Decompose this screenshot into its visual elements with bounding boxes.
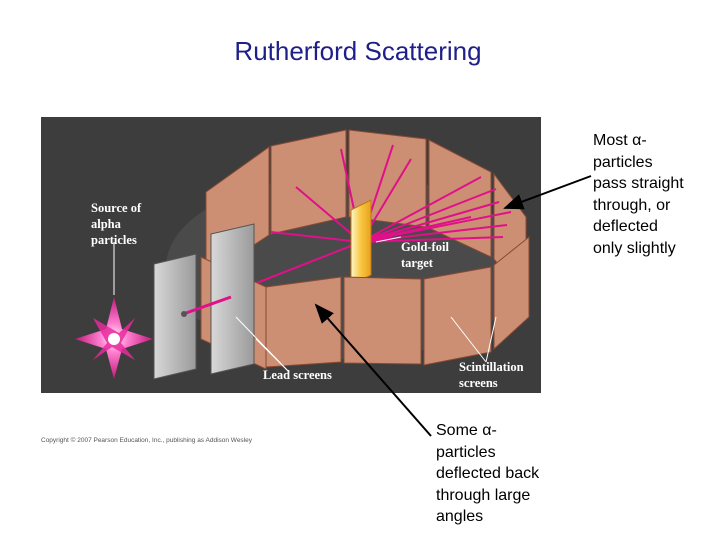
rutherford-apparatus-figure: Source of alpha particles Gold-foil targ… — [41, 117, 541, 393]
figure-label-leaders — [113, 236, 497, 373]
lead-screen-front — [210, 223, 255, 375]
lead-aperture — [181, 311, 187, 317]
callout-line: particles — [436, 443, 496, 461]
gold-foil-label: Gold-foil target — [401, 240, 449, 270]
scintillation-label: Scintillation screens — [459, 360, 524, 390]
callout-line: deflected back — [436, 465, 540, 482]
alpha-source-star-icon — [75, 297, 153, 379]
callout-line: particles — [593, 153, 653, 171]
gold-foil-target — [350, 199, 372, 286]
copyright-notice: Copyright © 2007 Pearson Education, Inc.… — [41, 437, 252, 444]
callout-line: through, or — [593, 196, 671, 214]
callout-line: Most α- — [593, 132, 647, 149]
callout-line: through large — [436, 486, 531, 504]
callout-line: deflected — [593, 218, 658, 235]
callout-line: pass straight — [593, 175, 684, 192]
callout-line: angles — [436, 508, 484, 525]
callout-large-deflection: Some α- particles deflected back through… — [436, 420, 539, 528]
callout-line: Some α- — [436, 422, 497, 439]
collimated-beam — [185, 295, 232, 315]
slide-title: Rutherford Scattering — [234, 36, 482, 66]
callout-line: only slightly — [593, 239, 676, 257]
lead-screen-back — [153, 253, 197, 380]
source-label: Source of alpha particles — [91, 201, 142, 247]
apparatus-illustration — [41, 117, 541, 393]
callout-slight-deflection: Most α- particles pass straight through,… — [593, 130, 684, 259]
lead-screens-label: Lead screens — [263, 368, 332, 382]
